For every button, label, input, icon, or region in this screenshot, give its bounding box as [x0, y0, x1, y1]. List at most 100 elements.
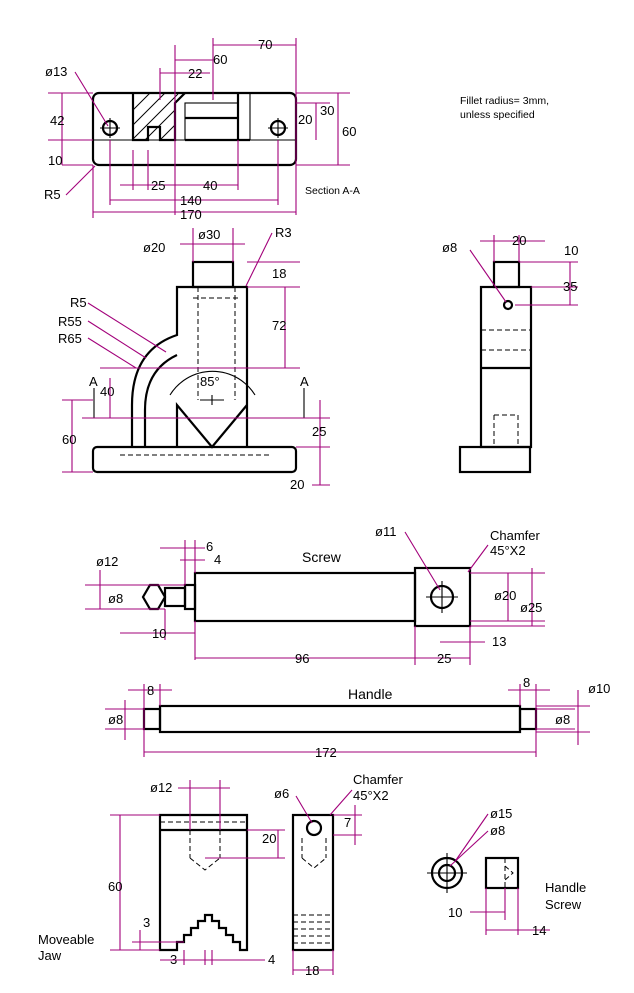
dim-18: 18 [272, 266, 286, 281]
dim-screw-dia12: ø12 [96, 554, 118, 569]
front-dimensions: ø20 ø30 R3 18 72 R5 R55 R65 A A 40 85° 6… [58, 225, 330, 492]
handle-end-left [142, 707, 162, 731]
body-outline [130, 285, 249, 447]
moveable-jaw-view [158, 813, 249, 952]
dim-60-top: 60 [213, 52, 227, 67]
screw-chamfer2: 45°X2 [490, 543, 526, 558]
dim-42: 42 [50, 113, 64, 128]
front-view [91, 260, 298, 474]
jaw-label-line2: Jaw [38, 948, 62, 963]
screw-shank [193, 571, 417, 623]
handle-screw-dimensions: ø15 ø8 10 14 Handle Screw [448, 806, 586, 938]
dim-jaw-dia12: ø12 [150, 780, 172, 795]
dim-handle-dia8-left: ø8 [108, 712, 123, 727]
dim-30: 30 [320, 103, 334, 118]
fillet-note-line2: unless specified [460, 109, 535, 121]
inner-arc [143, 354, 178, 447]
dim-r5: R5 [70, 295, 87, 310]
handle-screw-view [427, 853, 520, 893]
section-hatching [132, 92, 179, 141]
side-boss [492, 260, 521, 289]
dim-screw-25: 25 [437, 651, 451, 666]
dim-screw-13: 13 [492, 634, 506, 649]
side-dimensions: ø8 20 10 35 [442, 233, 578, 306]
pin-hole [305, 819, 323, 837]
dim-screw-10: 10 [152, 626, 166, 641]
dim-jaw-20: 20 [262, 831, 276, 846]
base-plate [91, 445, 298, 474]
v-groove [175, 401, 248, 449]
dim-jaw-3-top: 3 [143, 915, 150, 930]
dim-40-front: 40 [100, 384, 114, 399]
dim-72: 72 [272, 318, 286, 333]
dim-140: 140 [180, 193, 202, 208]
section-dimensions: 70 60 22 ø13 42 10 30 20 60 25 40 140 [44, 37, 356, 222]
dim-60-right: 60 [342, 124, 356, 139]
dim-hs-dia8: ø8 [490, 823, 505, 838]
dim-handle-172: 172 [315, 745, 337, 760]
dim-20: 20 [298, 112, 312, 127]
dim-screw-dia20: ø20 [494, 588, 516, 603]
screw-chamfer1: Chamfer [490, 528, 541, 543]
dim-side-20: 20 [512, 233, 526, 248]
section-label: Section A-A [305, 185, 360, 197]
handle-screw-side [484, 856, 520, 890]
dim-screw-4: 4 [214, 552, 221, 567]
dim-handle-dia10: ø10 [588, 681, 610, 696]
dim-dia30: ø30 [198, 227, 220, 242]
screw-dimensions: Screw ø11 Chamfer 45°X2 6 4 ø12 ø8 10 ø2… [85, 524, 545, 666]
dim-r65: R65 [58, 331, 82, 346]
screw-head [413, 566, 472, 628]
handle-screw-label2: Screw [545, 897, 582, 912]
dim-22: 22 [188, 66, 202, 81]
dim-pin-dia6: ø6 [274, 786, 289, 801]
angle-arc [169, 370, 256, 396]
dim-handle-dia8-right: ø8 [555, 712, 570, 727]
dim-side-10: 10 [564, 243, 578, 258]
handle-screw-label1: Handle [545, 880, 586, 895]
handle-end-right [518, 707, 538, 731]
dim-jaw-4: 4 [268, 952, 275, 967]
pin-chamfer1: Chamfer [353, 772, 404, 787]
dim-r5-top: R5 [44, 187, 61, 202]
dim-60-front: 60 [62, 432, 76, 447]
pin-chamfer2: 45°X2 [353, 788, 389, 803]
dim-25-front: 25 [312, 424, 326, 439]
screw-neck [163, 586, 187, 608]
side-base [458, 445, 532, 474]
side-view [458, 260, 533, 474]
dim-screw-96: 96 [295, 651, 309, 666]
dim-pin-18: 18 [305, 963, 319, 978]
boss [191, 260, 235, 289]
handle-dimensions: Handle 8 8 ø10 ø8 ø8 172 [105, 675, 610, 760]
handle-title: Handle [348, 686, 393, 702]
jaw-label-line1: Moveable [38, 932, 94, 947]
pin-dimensions: ø6 Chamfer 45°X2 7 18 [274, 772, 404, 978]
handle-bar [158, 704, 522, 734]
section-mark-a-left: A [89, 374, 98, 389]
dim-hs-14: 14 [532, 923, 546, 938]
section-slot [184, 102, 239, 141]
dim-angle: 85° [200, 374, 220, 389]
fillet-note-line1: Fillet radius= 3mm, [460, 95, 549, 107]
dim-r3: R3 [275, 225, 292, 240]
side-hole [502, 299, 514, 311]
screw-view [141, 566, 472, 628]
jaw-hidden-drill [189, 857, 221, 871]
dim-handle-8-left: 8 [147, 683, 154, 698]
dim-handle-8-right: 8 [523, 675, 530, 690]
dim-screw-dia25: ø25 [520, 600, 542, 615]
handle-view [142, 704, 538, 734]
section-mark-a-right: A [300, 374, 309, 389]
dim-hs-dia15: ø15 [490, 806, 512, 821]
dim-pin-7: 7 [344, 815, 351, 830]
screw-tip [141, 583, 167, 611]
dim-screw-dia8: ø8 [108, 591, 123, 606]
dim-side-dia8: ø8 [442, 240, 457, 255]
dim-25: 25 [151, 178, 165, 193]
dim-20-front: 20 [290, 477, 304, 492]
dim-r55: R55 [58, 314, 82, 329]
dim-screw-dia11: ø11 [375, 524, 396, 539]
